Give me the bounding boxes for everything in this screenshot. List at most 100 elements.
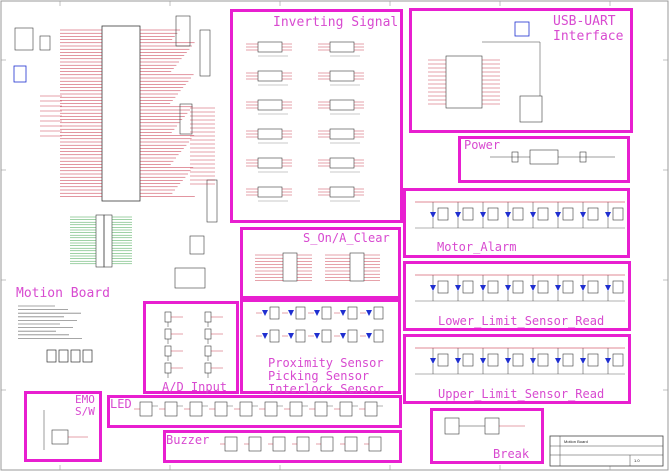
crystal-circuit bbox=[14, 27, 34, 51]
motor-alarm-diode bbox=[605, 212, 611, 218]
label-emo: EMO S/W bbox=[75, 393, 95, 418]
header-mid bbox=[179, 103, 193, 135]
proximity-opto bbox=[373, 329, 384, 343]
connector-header-area bbox=[70, 214, 132, 268]
label-upper-limit: Upper_Limit_Sensor_Read bbox=[438, 387, 605, 401]
proximity-diode bbox=[262, 310, 268, 316]
lower-limit-diode bbox=[505, 285, 511, 291]
upper-limit-resistor-pack bbox=[587, 353, 599, 367]
lower-limit-resistor-pack bbox=[437, 280, 449, 294]
upper-limit-diode bbox=[455, 358, 461, 364]
block-s-on-a-clear bbox=[240, 227, 401, 299]
upper-limit-resistor-pack bbox=[537, 353, 549, 367]
connector-body-right bbox=[103, 214, 113, 268]
ldo bbox=[189, 235, 205, 255]
motor-alarm-diode bbox=[430, 212, 436, 218]
upper-limit-diode bbox=[480, 358, 486, 364]
proximity-opto bbox=[321, 306, 332, 320]
upper-limit-resistor-pack bbox=[462, 353, 474, 367]
regulator-circuit bbox=[174, 267, 206, 289]
crystal bbox=[39, 35, 51, 51]
upper-limit-diode bbox=[555, 358, 561, 364]
connector-pins bbox=[70, 216, 132, 265]
lower-limit-diode bbox=[480, 285, 486, 291]
title-block-rev: 1.0 bbox=[634, 458, 640, 463]
label-led: LED bbox=[110, 397, 132, 411]
header-right bbox=[199, 29, 211, 77]
header-bottom bbox=[206, 179, 218, 223]
lower-limit-resistor-pack bbox=[612, 280, 624, 294]
mcu-right-pins bbox=[140, 29, 195, 197]
label-proximity: Proximity Sensor Picking Sensor Interloc… bbox=[268, 356, 384, 396]
lower-limit-resistor-pack bbox=[562, 280, 574, 294]
son-ic-2 bbox=[349, 252, 365, 282]
block-break bbox=[430, 408, 544, 464]
proximity-diode bbox=[366, 310, 372, 316]
mcu-chip-area bbox=[13, 15, 218, 289]
lower-limit-resistor-pack bbox=[487, 280, 499, 294]
upper-limit-diode bbox=[505, 358, 511, 364]
block-usb-uart bbox=[409, 8, 633, 133]
proximity-opto bbox=[295, 306, 306, 320]
mcu-left-pins bbox=[60, 29, 102, 197]
usb-led bbox=[514, 21, 530, 37]
motor-alarm-diode bbox=[555, 212, 561, 218]
mcu-side-circuits bbox=[13, 15, 218, 289]
dip-switch-1 bbox=[46, 349, 57, 363]
label-usb-uart: USB-UART Interface bbox=[553, 14, 624, 44]
motor-alarm-resistor-pack bbox=[462, 207, 474, 221]
motor-alarm-resistor-pack bbox=[587, 207, 599, 221]
lower-limit-resistor-pack bbox=[587, 280, 599, 294]
title-block bbox=[549, 435, 664, 467]
motor-alarm-diode bbox=[505, 212, 511, 218]
motor-alarm-diode bbox=[455, 212, 461, 218]
lower-limit-resistor-pack bbox=[537, 280, 549, 294]
proximity-diode bbox=[314, 333, 320, 339]
upper-limit-resistor-pack bbox=[487, 353, 499, 367]
upper-limit-resistor-pack bbox=[512, 353, 524, 367]
block-buzzer bbox=[163, 430, 402, 463]
block-upper-limit bbox=[403, 334, 631, 404]
proximity-opto bbox=[347, 306, 358, 320]
proximity-diode bbox=[314, 310, 320, 316]
upper-limit-diode bbox=[530, 358, 536, 364]
usb-connector bbox=[519, 95, 543, 123]
proximity-diode bbox=[262, 333, 268, 339]
block-motor-alarm bbox=[403, 188, 630, 258]
upper-limit-diode bbox=[430, 358, 436, 364]
lower-limit-diode bbox=[555, 285, 561, 291]
proximity-opto bbox=[321, 329, 332, 343]
son-ic-1 bbox=[282, 252, 298, 282]
title-block-title: Motion Board bbox=[564, 439, 588, 444]
proximity-opto bbox=[295, 329, 306, 343]
lower-limit-diode bbox=[430, 285, 436, 291]
proximity-opto bbox=[373, 306, 384, 320]
motor-alarm-resistor-pack bbox=[512, 207, 524, 221]
label-inverting-signal: Inverting Signal bbox=[273, 15, 399, 30]
motor-alarm-diode bbox=[580, 212, 586, 218]
label-lower-limit: Lower_Limit_Sensor_Read bbox=[438, 314, 605, 328]
label-break: Break bbox=[493, 447, 530, 461]
power-cap bbox=[579, 151, 587, 163]
block-proximity bbox=[240, 299, 401, 394]
motor-alarm-resistor-pack bbox=[612, 207, 624, 221]
proximity-diode bbox=[366, 333, 372, 339]
block-circuits bbox=[43, 21, 625, 452]
dip-switch-4 bbox=[82, 349, 93, 363]
motion-board-note-lines bbox=[18, 305, 82, 339]
lower-limit-resistor-pack bbox=[512, 280, 524, 294]
proximity-opto bbox=[269, 306, 280, 320]
block-emo bbox=[24, 391, 102, 462]
dip-switch-2 bbox=[58, 349, 69, 363]
motor-alarm-diode bbox=[530, 212, 536, 218]
reset-switch bbox=[13, 65, 27, 83]
motor-alarm-resistor-pack bbox=[437, 207, 449, 221]
upper-limit-resistor-pack bbox=[437, 353, 449, 367]
mcu-chip-body bbox=[101, 25, 141, 202]
label-buzzer: Buzzer bbox=[166, 433, 210, 447]
motor-alarm-resistor-pack bbox=[537, 207, 549, 221]
proximity-diode bbox=[288, 310, 294, 316]
label-ad-input: A/D Input bbox=[162, 380, 228, 394]
lower-limit-diode bbox=[530, 285, 536, 291]
